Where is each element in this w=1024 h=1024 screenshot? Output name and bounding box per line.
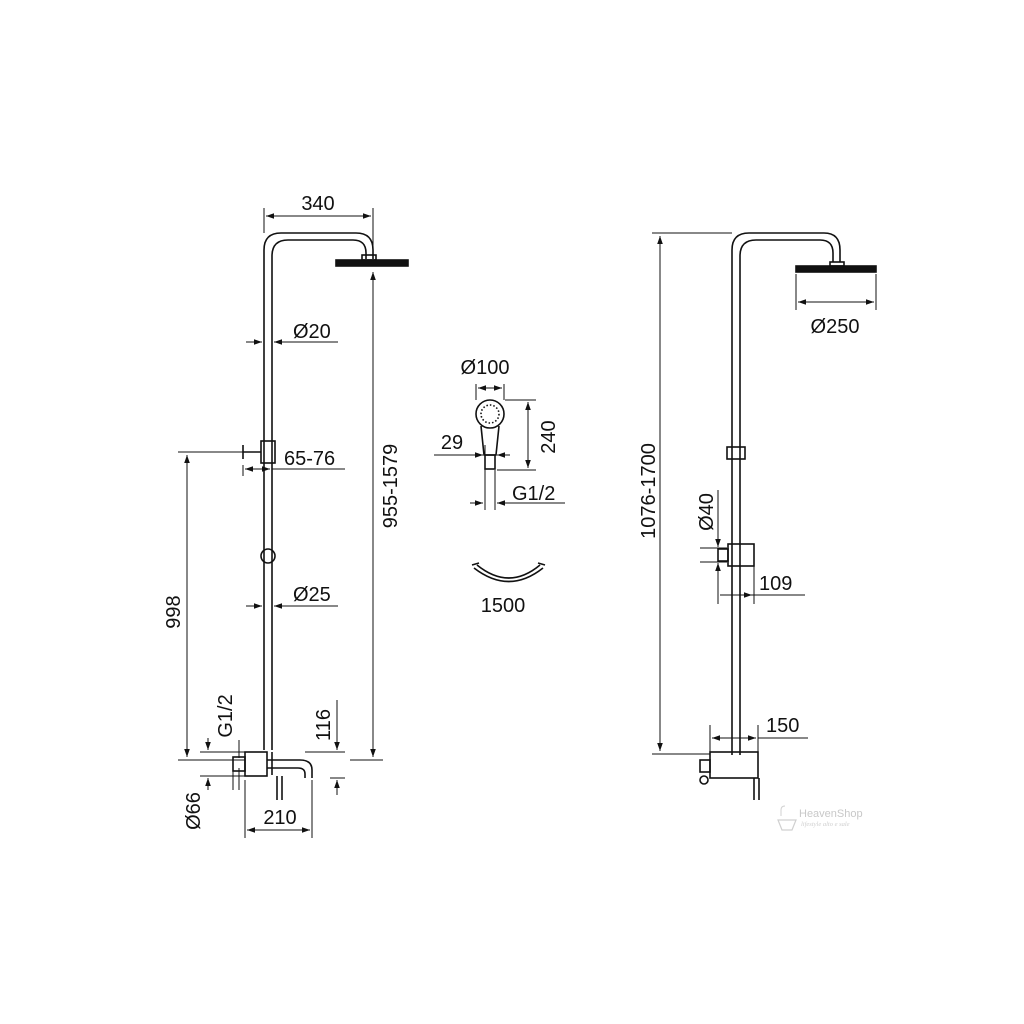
dim-label-g12-hand: G1/2 xyxy=(512,483,555,505)
dim-label-g12-left: G1/2 xyxy=(215,694,237,737)
dim-label-29: 29 xyxy=(441,432,463,454)
dim-label-1500: 1500 xyxy=(481,595,526,617)
watermark-tagline: lifestyle alto e sale xyxy=(801,821,850,828)
left-dimension-lines xyxy=(178,208,383,838)
watermark-brand: HeavenShop xyxy=(799,808,863,820)
hand-shower xyxy=(475,399,505,470)
hose xyxy=(471,562,546,583)
right-dimension-lines xyxy=(652,232,877,755)
dim-label-150: 150 xyxy=(766,715,799,737)
dim-label-dia-20: Ø20 xyxy=(293,321,331,343)
dim-label-dia-25: Ø25 xyxy=(293,584,331,606)
faucet-icon xyxy=(780,805,786,816)
dim-label-dia-250: Ø250 xyxy=(811,316,860,338)
dim-label-210: 210 xyxy=(263,807,296,829)
dim-label-116: 116 xyxy=(313,709,335,741)
bathtub-icon xyxy=(777,819,797,831)
dim-label-dia-66: Ø66 xyxy=(183,792,205,830)
dim-label-dia-100: Ø100 xyxy=(461,357,510,379)
dim-label-340: 340 xyxy=(301,193,334,215)
dim-label-dia-40: Ø40 xyxy=(696,493,718,531)
dim-label-955-1579: 955-1579 xyxy=(380,444,402,529)
dim-label-998: 998 xyxy=(163,595,185,628)
watermark: HeavenShop lifestyle alto e sale xyxy=(777,805,863,831)
dim-label-1076-1700: 1076-1700 xyxy=(638,443,660,539)
right-shower-column xyxy=(699,232,877,800)
hand-shower-dimensions xyxy=(434,384,565,510)
dim-label-65-76: 65-76 xyxy=(284,448,335,470)
dim-label-109: 109 xyxy=(759,573,792,595)
dim-label-240: 240 xyxy=(538,420,560,453)
